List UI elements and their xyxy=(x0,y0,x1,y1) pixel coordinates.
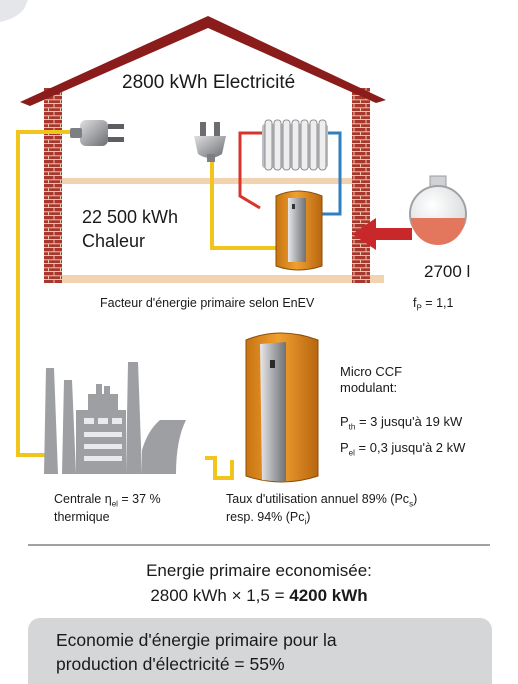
savings-result: 4200 kWh xyxy=(289,586,368,605)
plug-icon xyxy=(70,120,124,146)
banner-line-2: production d'électricité = 55% xyxy=(56,654,285,674)
electricity-label: 2800 kWh Electricité xyxy=(122,72,296,93)
heat-label: Chaleur xyxy=(82,231,146,251)
summary-banner xyxy=(28,618,492,684)
primary-factor-label: Facteur d'énergie primaire selon EnEV xyxy=(100,296,315,310)
central-efficiency-label: Centrale ηel = 37 % xyxy=(54,492,161,509)
right-wall xyxy=(352,88,370,283)
fuel-tank-icon xyxy=(409,175,467,245)
corner-watermark xyxy=(0,0,28,22)
micro-ccf-title: Micro CCF xyxy=(340,364,403,379)
savings-calculation: 2800 kWh × 1,5 = 4200 kWh xyxy=(150,586,368,605)
micro-chp-unit-large xyxy=(245,332,319,483)
arrow-icon xyxy=(352,218,412,250)
tank-volume-label: 2700 l xyxy=(424,262,471,281)
micro-chp-unit-small xyxy=(275,190,323,271)
usage-rate-alt-label: resp. 94% (Pci) xyxy=(226,510,311,527)
ground-floor xyxy=(44,275,384,283)
left-wall xyxy=(44,88,62,283)
banner-line-1: Economie d'énergie primaire pour la xyxy=(56,630,337,650)
central-type-label: thermique xyxy=(54,510,110,524)
primary-factor-value: fP = 1,1 xyxy=(413,296,454,313)
upper-floor xyxy=(44,178,352,184)
power-plant-icon xyxy=(44,362,186,474)
savings-title: Energie primaire economisée: xyxy=(146,561,372,580)
electric-cables xyxy=(16,130,278,480)
usage-rate-label: Taux d'utilisation annuel 89% (Pcs) xyxy=(226,492,418,509)
micro-ccf-subtitle: modulant: xyxy=(340,380,398,395)
electric-power-range: Pel = 0,3 jusqu'à 2 kW xyxy=(340,440,466,458)
radiator-icon xyxy=(262,119,328,171)
socket-plug-icon xyxy=(194,122,226,162)
thermal-power-range: Pth = 3 jusqu'à 19 kW xyxy=(340,414,463,432)
heating-pipes xyxy=(238,131,342,216)
heat-amount-label: 22 500 kWh xyxy=(82,207,179,227)
